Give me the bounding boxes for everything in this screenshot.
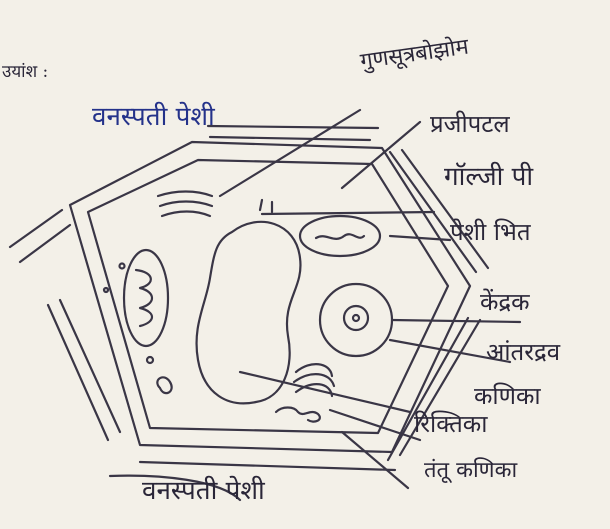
title-top-label: वनस्पती पेशी — [92, 104, 215, 130]
chloroplast-label: गॉल्जी पी — [444, 164, 533, 190]
title-bottom-label: वनस्पती पेशी — [142, 478, 265, 504]
cell-wall-outer — [70, 142, 470, 452]
cell-wall-inner — [88, 160, 448, 433]
header-prefix: उयांश : — [2, 64, 48, 81]
mitochondria-label: कणिका — [474, 384, 541, 408]
vacuole-label: रिक्तिका — [414, 412, 487, 436]
cytoplasm-label: आंतरद्रव — [486, 340, 560, 364]
nucleus-label: केंद्रक — [480, 290, 530, 314]
ribosomes-label: तंतू कणिका — [424, 460, 517, 482]
cell-membrane-label: पेशी भित — [450, 220, 531, 244]
chloroplast-shape — [300, 216, 380, 256]
vacuole-outline — [197, 222, 301, 404]
mitochondrion-shape — [124, 250, 168, 346]
golgi-stack — [158, 192, 212, 217]
plastid-label: प्रजीपटल — [430, 112, 510, 136]
